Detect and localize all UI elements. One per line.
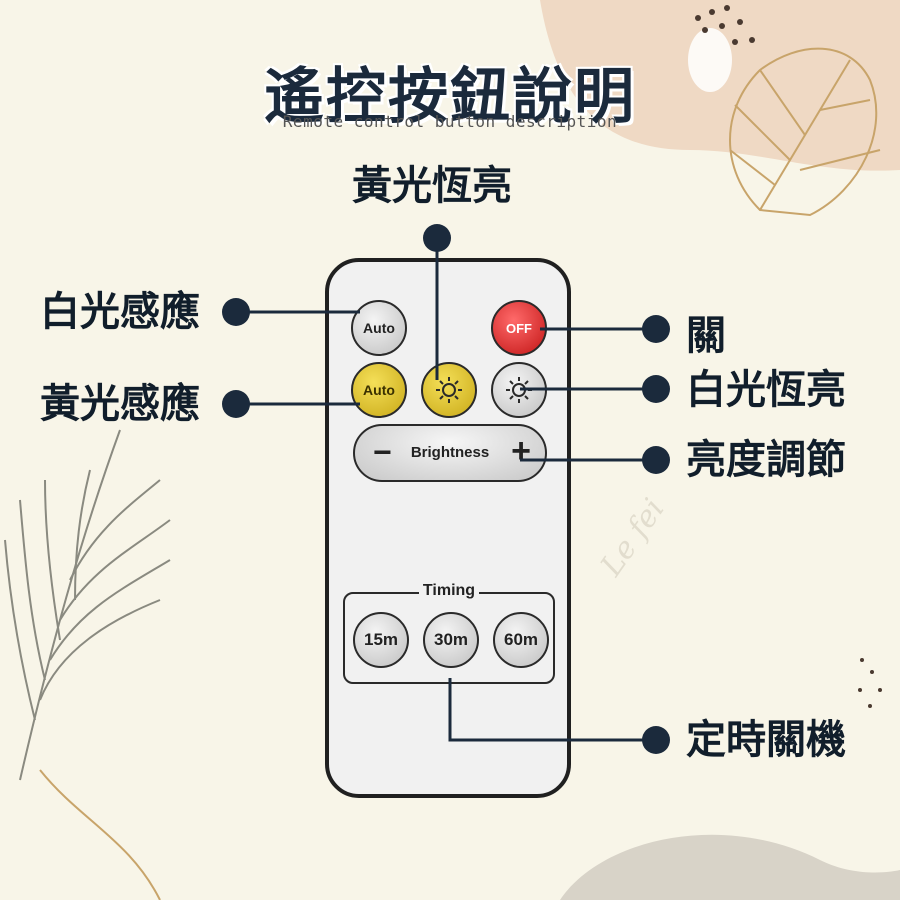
brightness-control: − Brightness + xyxy=(353,424,547,482)
label-timer-off: 定時關機 xyxy=(686,717,846,763)
label-white-constant: 白光恆亮 xyxy=(686,367,846,413)
white-auto-label: Auto xyxy=(363,320,395,336)
fern-leaf-decoration xyxy=(4,429,171,781)
off-button[interactable]: OFF xyxy=(491,300,547,356)
brightness-plus-button[interactable]: + xyxy=(511,432,531,470)
sun-icon-white xyxy=(506,377,532,403)
timer-60m-label: 60m xyxy=(503,630,539,649)
dots-decoration-bottom xyxy=(858,658,882,708)
timing-label: Timing xyxy=(418,582,480,599)
gold-line-decoration xyxy=(39,769,161,900)
dots-decoration xyxy=(695,5,755,45)
monstera-leaf-decoration xyxy=(729,47,881,217)
white-blob xyxy=(688,28,732,92)
yellow-constant-button[interactable] xyxy=(421,362,477,418)
white-auto-button[interactable]: Auto xyxy=(351,300,407,356)
timer-15m-button[interactable]: 15m xyxy=(353,612,409,668)
off-button-label: OFF xyxy=(506,320,532,336)
sun-icon-yellow xyxy=(436,377,462,403)
page-subtitle: Remote control button description xyxy=(282,112,618,131)
timer-30m-button[interactable]: 30m xyxy=(423,612,479,668)
timer-30m-label: 30m xyxy=(433,630,469,649)
remote-control: Auto OFF Auto − Bri xyxy=(325,258,571,798)
gray-blob xyxy=(560,834,900,900)
timer-15m-label: 15m xyxy=(363,630,399,649)
label-off: 關 xyxy=(686,313,726,359)
yellow-auto-button[interactable]: Auto xyxy=(351,362,407,418)
yellow-auto-label: Auto xyxy=(363,382,395,398)
brightness-label: Brightness xyxy=(410,444,490,461)
white-constant-button[interactable] xyxy=(491,362,547,418)
timer-60m-button[interactable]: 60m xyxy=(493,612,549,668)
label-yellow-constant: 黃光恆亮 xyxy=(352,163,512,209)
label-white-sensor: 白光感應 xyxy=(40,289,200,335)
brightness-minus-button[interactable]: − xyxy=(373,434,392,470)
page-title: 遙控按鈕說明 xyxy=(264,62,636,132)
timing-group: Timing 15m 30m 60m xyxy=(343,582,555,684)
label-yellow-sensor: 黃光感應 xyxy=(40,381,200,427)
label-brightness-adjust: 亮度調節 xyxy=(686,437,846,483)
